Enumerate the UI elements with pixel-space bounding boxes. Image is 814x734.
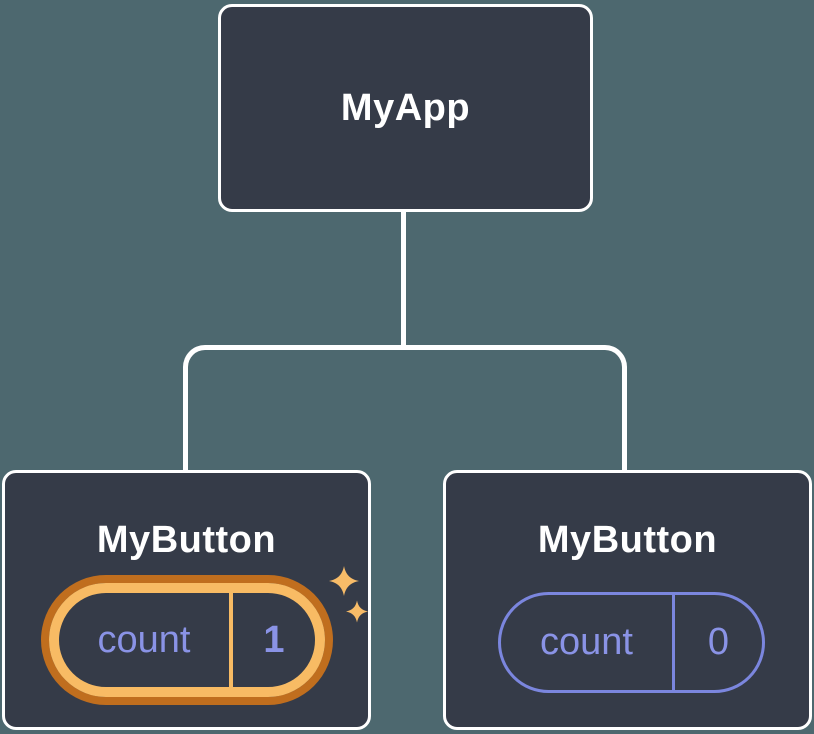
pill-divider	[672, 595, 675, 690]
connector-root-stem	[401, 211, 406, 350]
state-key-label: count	[540, 621, 633, 663]
node-label: MyButton	[96, 519, 277, 561]
sparkle-icon-large	[329, 566, 359, 596]
node-myapp: MyApp	[218, 4, 593, 212]
node-mybutton-right: MyButton count 0	[443, 470, 812, 730]
sparkle-icon-small	[346, 600, 368, 623]
state-pill-highlighted: count 1	[49, 583, 325, 697]
node-mybutton-left: MyButton count 1	[2, 470, 371, 730]
node-label: MyButton	[537, 519, 718, 561]
state-value: 0	[707, 621, 730, 663]
connector-branch	[183, 345, 627, 473]
node-label: MyApp	[340, 86, 471, 129]
pill-divider	[229, 593, 233, 687]
state-value: 1	[263, 618, 285, 661]
state-pill: count 0	[498, 592, 765, 693]
state-key-label: count	[97, 618, 191, 661]
